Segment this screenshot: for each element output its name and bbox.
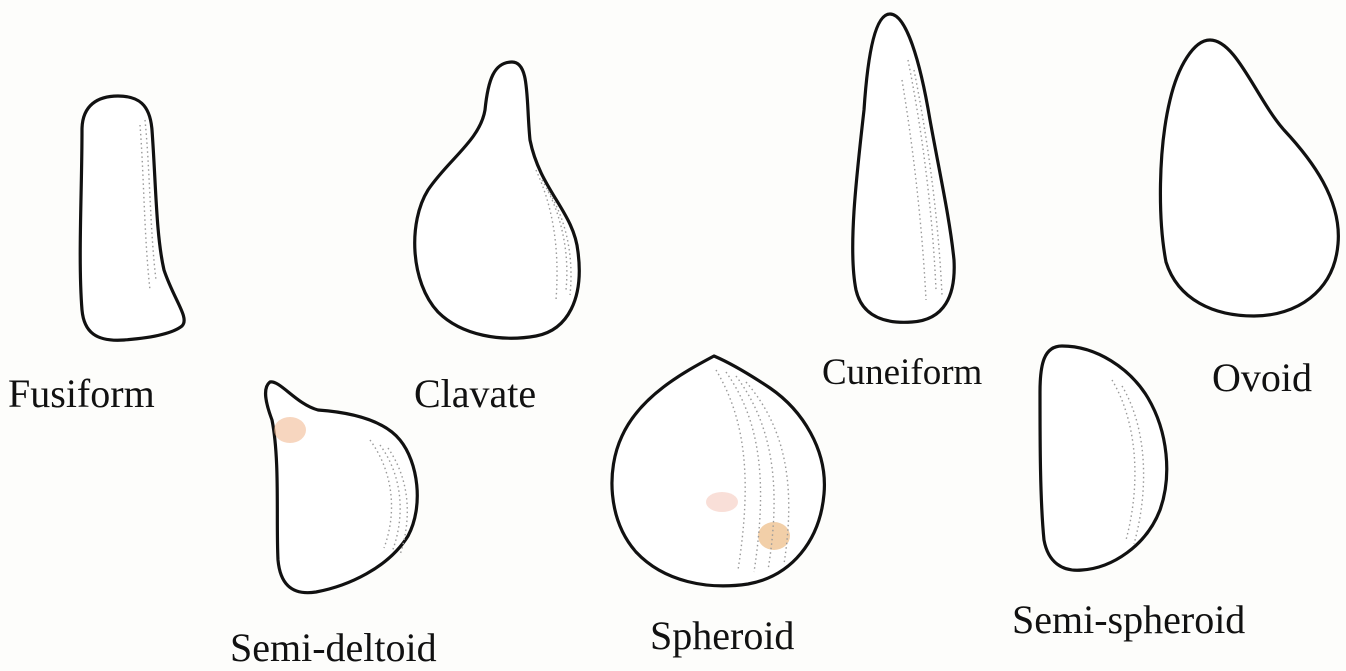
ovoid-shape bbox=[1160, 40, 1338, 316]
label-clavate: Clavate bbox=[414, 374, 536, 414]
label-spheroid: Spheroid bbox=[650, 616, 794, 656]
label-ovoid: Ovoid bbox=[1212, 358, 1312, 398]
cuneiform-shape bbox=[853, 14, 955, 322]
label-semi-deltoid: Semi-deltoid bbox=[230, 628, 437, 668]
fusiform-shape bbox=[80, 96, 184, 340]
spheroid-shape bbox=[612, 356, 824, 586]
clavate-shape bbox=[415, 62, 580, 338]
label-cuneiform: Cuneiform bbox=[822, 354, 982, 391]
label-semi-spheroid: Semi-spheroid bbox=[1012, 600, 1245, 640]
label-fusiform: Fusiform bbox=[8, 374, 155, 414]
semi-deltoid-shape bbox=[266, 382, 418, 593]
semi-spheroid-shape bbox=[1040, 346, 1167, 570]
